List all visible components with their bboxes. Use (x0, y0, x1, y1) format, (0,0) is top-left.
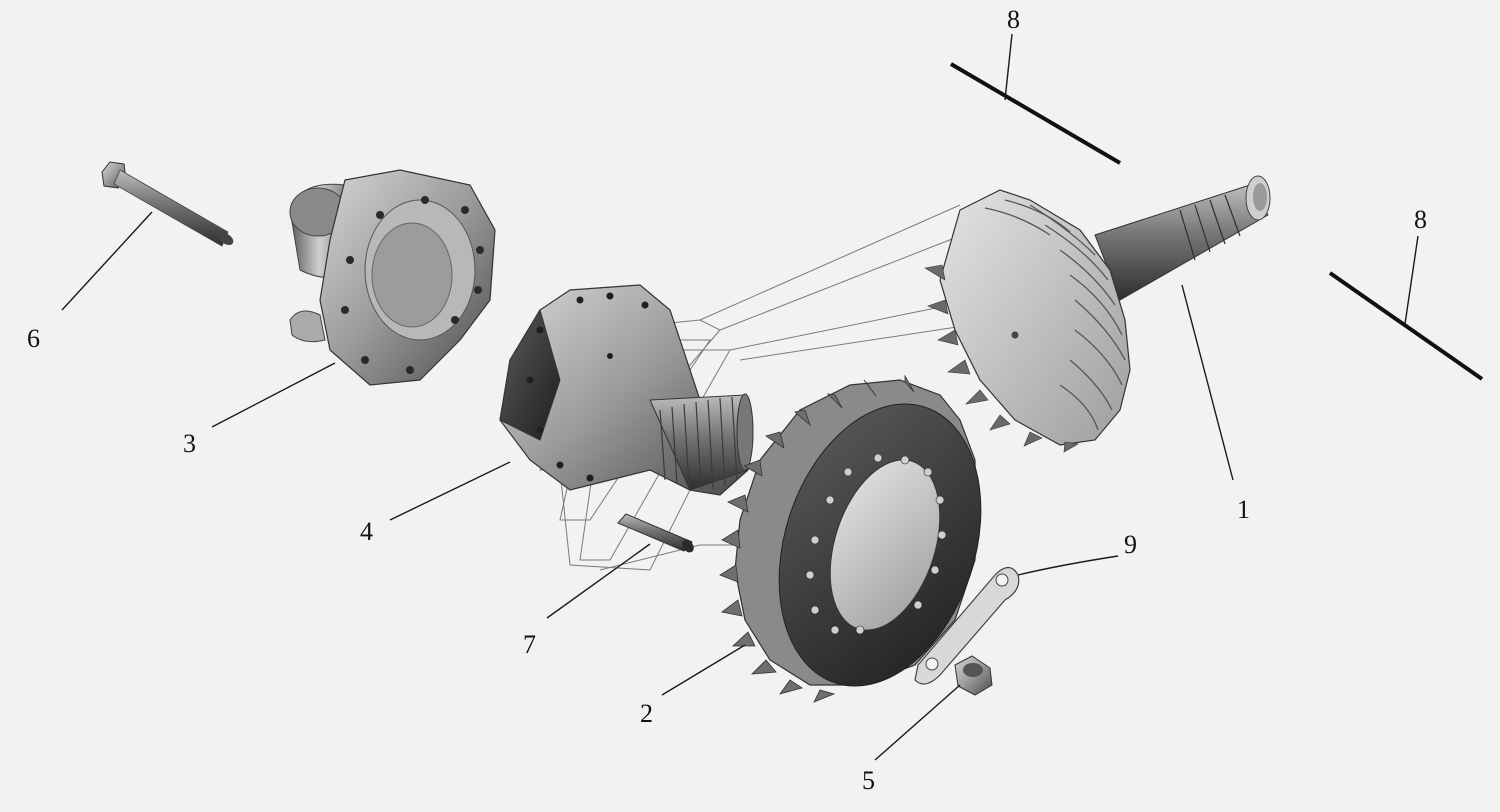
nut-part-5 (954, 655, 993, 696)
callout-8-upper: 8 (1007, 5, 1020, 34)
leader-line-2 (661, 644, 746, 696)
leader-line-5 (874, 684, 961, 761)
callout-labels: 1 2 3 4 5 6 7 8 8 9 (27, 5, 1427, 795)
differential-case-half-part-3 (289, 169, 496, 386)
leader-line-9 (1017, 555, 1119, 576)
leader-line-1 (1181, 284, 1234, 481)
leader-line-6 (61, 211, 153, 311)
callout-4: 4 (360, 517, 373, 546)
leader-line-8a (1004, 33, 1013, 101)
callout-7: 7 (523, 630, 536, 659)
leader-line-8b (1404, 235, 1419, 325)
bolt-part-6 (101, 161, 234, 247)
lock-plate-part-9 (914, 566, 1020, 685)
leader-line-4 (389, 461, 511, 521)
callout-9: 9 (1124, 530, 1137, 559)
leader-lines (61, 33, 1419, 761)
leader-line-7 (546, 543, 651, 619)
leader-line-3 (211, 362, 336, 428)
callout-3: 3 (183, 429, 196, 458)
shim-part-8-upper (949, 62, 1122, 165)
drive-pinion-part-1 (924, 175, 1271, 453)
differential-case-part-4 (499, 284, 754, 496)
callout-5: 5 (862, 766, 875, 795)
pin-part-7 (617, 513, 694, 553)
callout-8-right: 8 (1414, 205, 1427, 234)
callout-1: 1 (1237, 495, 1250, 524)
callout-2: 2 (640, 699, 653, 728)
callout-6: 6 (27, 324, 40, 353)
shim-part-8-right (1328, 271, 1484, 381)
ring-gear-part-2 (719, 374, 982, 703)
